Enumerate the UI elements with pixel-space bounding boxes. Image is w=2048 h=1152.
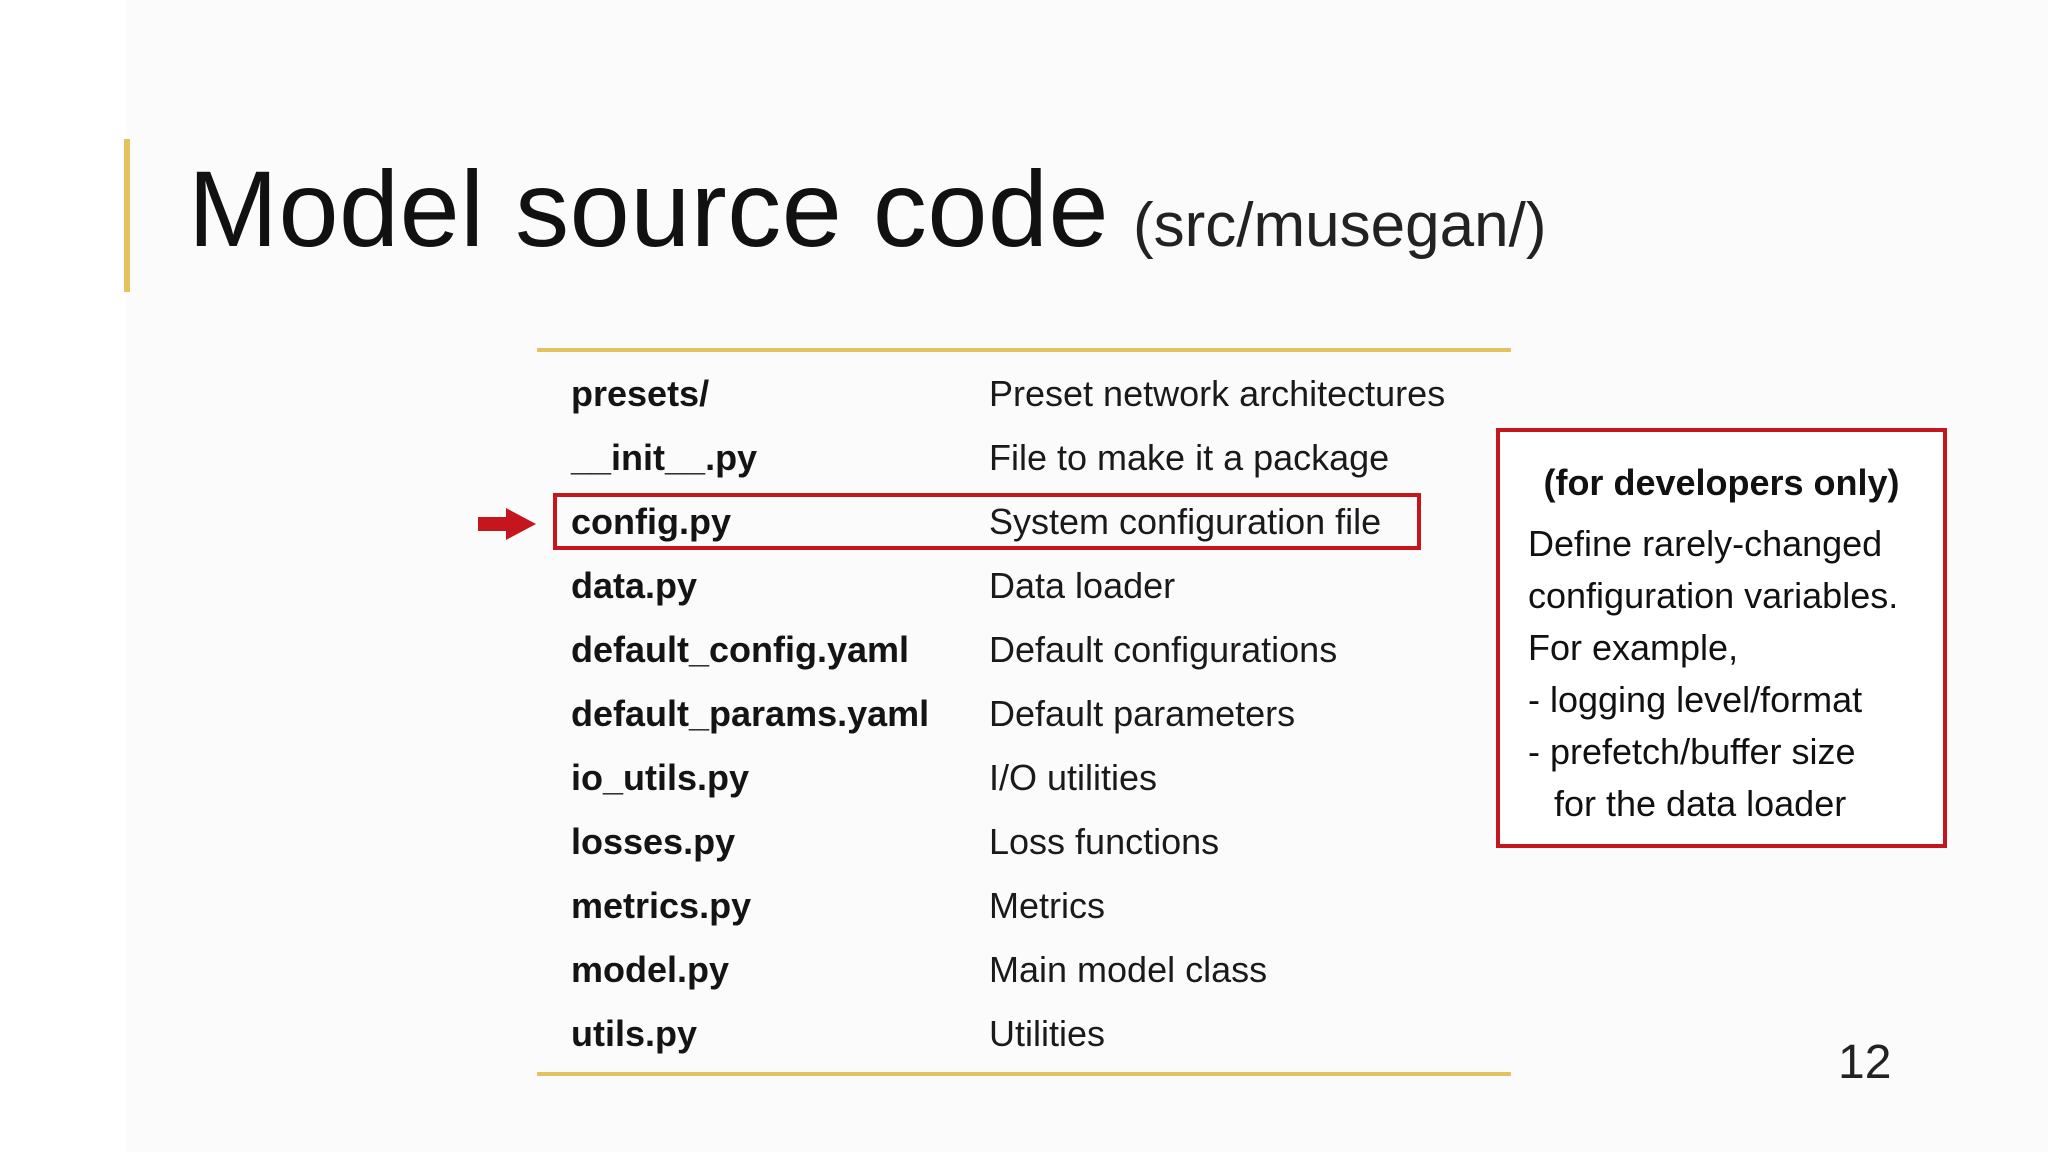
file-name: default_params.yaml <box>571 693 930 734</box>
developer-note-body: Define rarely-changed configuration vari… <box>1528 518 1898 830</box>
table-row-config: config.py System configuration file <box>571 490 1511 554</box>
developer-note-box: (for developers only) Define rarely-chan… <box>1496 428 1947 848</box>
developer-note-line: configuration variables. <box>1528 575 1899 616</box>
file-description: Metrics <box>989 885 1105 926</box>
developer-note-line: for the data loader <box>1554 783 1847 824</box>
table-row-presets: presets/ Preset network architectures <box>571 362 1511 426</box>
table-row-metrics: metrics.py Metrics <box>571 874 1511 938</box>
file-name: losses.py <box>571 821 736 862</box>
file-description: Default parameters <box>989 693 1296 734</box>
file-description: I/O utilities <box>989 757 1158 798</box>
file-table: presets/ Preset network architectures __… <box>571 362 1511 1066</box>
slide-title: Model source code(src/musegan/) <box>188 155 1546 263</box>
table-row-losses: losses.py Loss functions <box>571 810 1511 874</box>
file-description: Main model class <box>989 949 1268 990</box>
file-name: io_utils.py <box>571 757 750 798</box>
file-name: default_config.yaml <box>571 629 910 670</box>
developer-note-line: - prefetch/buffer size <box>1528 731 1856 772</box>
page-number: 12 <box>1838 1036 1892 1089</box>
table-row-default-params: default_params.yaml Default parameters <box>571 682 1511 746</box>
table-row-data: data.py Data loader <box>571 554 1511 618</box>
file-description: Preset network architectures <box>989 373 1446 414</box>
file-name: metrics.py <box>571 885 752 926</box>
table-row-io-utils: io_utils.py I/O utilities <box>571 746 1511 810</box>
file-name: __init__.py <box>571 437 758 478</box>
highlight-box-config <box>553 493 1421 550</box>
developer-note-title: (for developers only) <box>1543 462 1900 503</box>
file-name: config.py <box>571 501 731 542</box>
file-description: File to make it a package <box>989 437 1390 478</box>
slide-title-sub: (src/musegan/) <box>1133 191 1547 260</box>
file-name: presets/ <box>571 373 710 414</box>
file-description: Loss functions <box>989 821 1220 862</box>
table-row-model: model.py Main model class <box>571 938 1511 1002</box>
table-top-rule <box>537 348 1511 352</box>
developer-note-line: For example, <box>1528 627 1739 668</box>
file-name: data.py <box>571 565 698 606</box>
table-row-init: __init__.py File to make it a package <box>571 426 1511 490</box>
table-bottom-rule <box>537 1072 1511 1076</box>
table-row-default-config: default_config.yaml Default configuratio… <box>571 618 1511 682</box>
file-description: Utilities <box>989 1013 1106 1054</box>
slide-title-main: Model source code <box>188 148 1110 269</box>
table-row-utils: utils.py Utilities <box>571 1002 1511 1066</box>
file-description: Data loader <box>989 565 1176 606</box>
developer-note-line: Define rarely-changed <box>1528 523 1883 564</box>
file-description: Default configurations <box>989 629 1338 670</box>
title-accent-bar <box>124 139 130 292</box>
file-name: utils.py <box>571 1013 698 1054</box>
file-name: model.py <box>571 949 730 990</box>
file-description: System configuration file <box>989 501 1382 542</box>
developer-note-line: - logging level/format <box>1528 679 1863 720</box>
arrow-right-icon <box>478 508 536 540</box>
